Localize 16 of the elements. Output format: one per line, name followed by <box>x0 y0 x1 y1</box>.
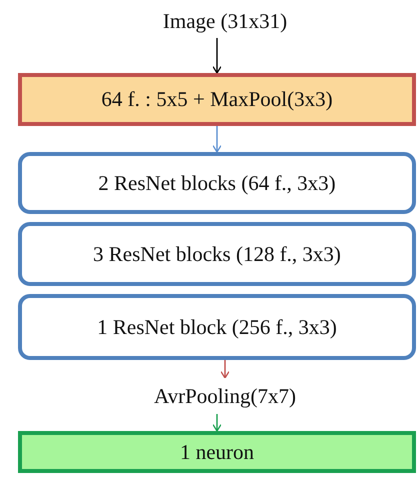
output-box <box>18 431 416 473</box>
layer-text: 1 ResNet block (256 f., 3x3) <box>97 314 337 340</box>
layer-text: 2 ResNet blocks (64 f., 3x3) <box>98 170 336 196</box>
layer-label: AvrPooling(7x7) <box>154 384 296 408</box>
resnet-block-box <box>18 294 416 360</box>
resnet-block-box <box>18 222 416 286</box>
arrow <box>220 358 230 379</box>
layer-text: 1 neuron <box>180 440 254 464</box>
resnet-block-box <box>18 152 416 214</box>
arrow <box>212 124 222 153</box>
arrow <box>212 38 222 74</box>
layer-text: 64 f. : 5x5 + MaxPool(3x3) <box>101 87 333 112</box>
layer-label: Image (31x31) <box>162 8 288 34</box>
layer-text: 3 ResNet blocks (128 f., 3x3) <box>93 242 341 266</box>
arrow <box>212 414 222 432</box>
conv-layer-box <box>18 73 416 126</box>
